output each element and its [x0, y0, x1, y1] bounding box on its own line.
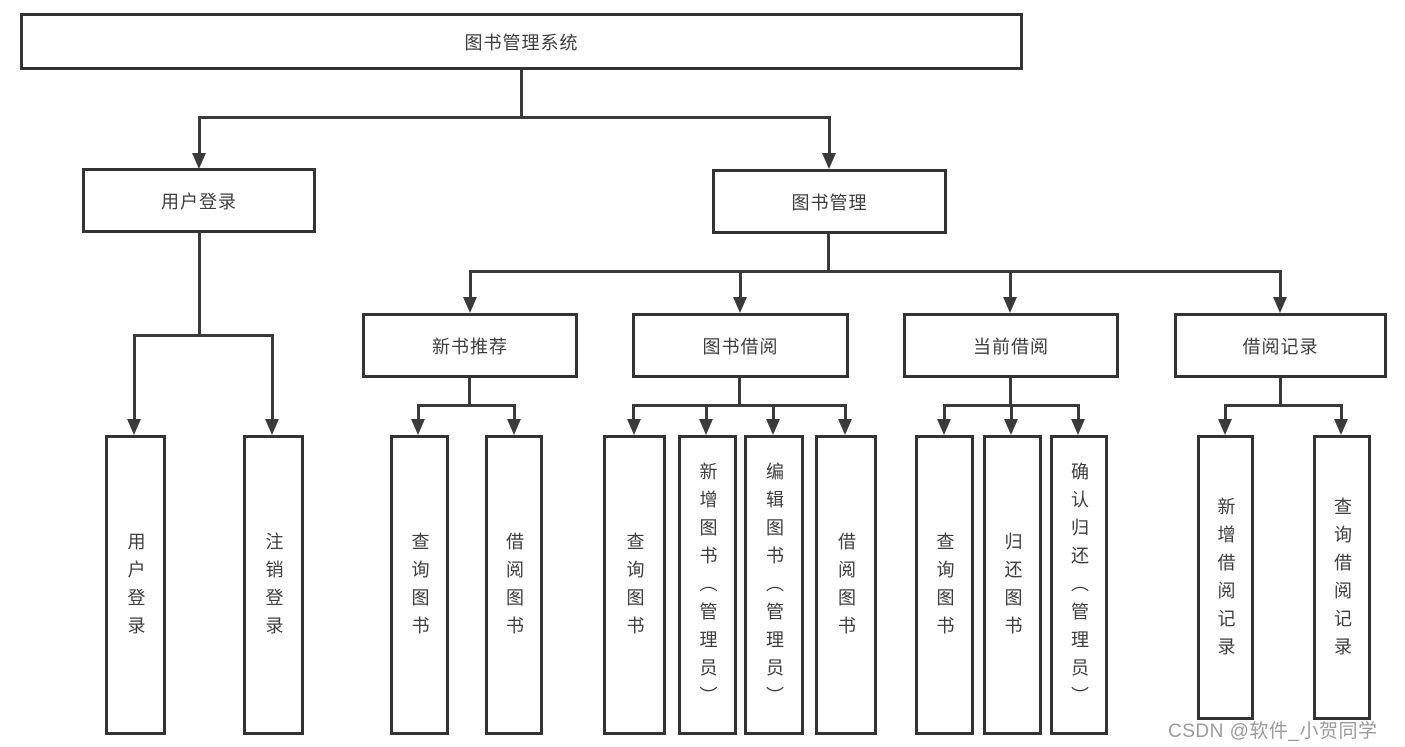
arrow-down-icon [1071, 419, 1085, 435]
connector-line [827, 233, 830, 273]
node-library-management-system: 图书管理系统 [20, 13, 1023, 70]
arrow-down-icon [1273, 297, 1287, 313]
arrow-down-icon [822, 153, 836, 169]
connector-line [705, 404, 708, 420]
leaf-query-books-current: 查询图书 [915, 435, 974, 735]
leaf-add-borrow-record: 新增借阅记录 [1197, 435, 1254, 720]
connector-line [1340, 404, 1343, 420]
arrow-down-icon [411, 419, 425, 435]
leaf-borrow-books-recommend: 借阅图书 [485, 435, 543, 735]
arrow-down-icon [1004, 419, 1018, 435]
arrow-down-icon [265, 419, 279, 435]
leaf-query-borrow-record: 查询借阅记录 [1313, 435, 1371, 720]
leaf-user-login: 用户登录 [105, 435, 166, 735]
connector-line [1009, 377, 1012, 407]
leaf-edit-books-admin: 编辑图书（管理员） [744, 435, 804, 735]
node-user-login: 用户登录 [82, 168, 316, 233]
arrow-down-icon [1218, 419, 1232, 435]
leaf-confirm-return-admin: 确认归还（管理员） [1050, 435, 1108, 735]
connector-line [513, 404, 516, 420]
leaf-add-books-admin: 新增图书（管理员） [678, 435, 737, 735]
arrow-down-icon [463, 297, 477, 313]
connector-line [844, 404, 847, 420]
arrow-down-icon [699, 419, 713, 435]
arrow-down-icon [192, 153, 206, 169]
connector-line [738, 377, 741, 407]
leaf-return-books: 归还图书 [983, 435, 1042, 735]
connector-line [632, 404, 635, 420]
arrow-down-icon [937, 419, 951, 435]
connector-line [417, 404, 516, 407]
arrow-down-icon [507, 419, 521, 435]
connector-line [1224, 404, 1343, 407]
node-borrowing-records: 借阅记录 [1174, 313, 1387, 378]
connector-line [198, 232, 201, 337]
node-new-book-recommendation: 新书推荐 [362, 313, 578, 378]
arrow-down-icon [838, 419, 852, 435]
leaf-query-books-borrowing: 查询图书 [603, 435, 666, 735]
connector-line [1010, 404, 1013, 420]
connector-line [1279, 377, 1282, 407]
node-current-borrowing: 当前借阅 [903, 313, 1119, 378]
leaf-logout: 注销登录 [243, 435, 304, 735]
connector-line [739, 270, 742, 298]
arrow-down-icon [766, 419, 780, 435]
connector-line [1077, 404, 1080, 420]
connector-line [271, 334, 274, 420]
arrow-down-icon [1003, 297, 1017, 313]
connector-line [469, 270, 472, 298]
connector-line [1009, 270, 1012, 298]
arrow-down-icon [627, 419, 641, 435]
arrow-down-icon [1334, 419, 1348, 435]
connector-line [198, 116, 201, 154]
connector-line [417, 404, 420, 420]
connector-line [468, 377, 471, 407]
arrow-down-icon [733, 297, 747, 313]
connector-line [469, 270, 1281, 273]
connector-line [943, 404, 946, 420]
connector-line [772, 404, 775, 420]
connector-line [198, 116, 831, 119]
connector-line [828, 116, 831, 154]
node-book-management: 图书管理 [712, 169, 947, 234]
arrow-down-icon [127, 419, 141, 435]
connector-line [133, 334, 274, 337]
connector-line [1279, 270, 1282, 298]
leaf-query-books-recommend: 查询图书 [390, 435, 449, 735]
watermark: CSDN @软件_小贺同学 [1168, 721, 1378, 742]
connector-line [133, 334, 136, 420]
leaf-borrow-books-borrowing: 借阅图书 [815, 435, 877, 735]
node-book-borrowing: 图书借阅 [632, 313, 849, 378]
connector-line [632, 404, 847, 407]
connector-line [1224, 404, 1227, 420]
connector-line [520, 69, 523, 119]
